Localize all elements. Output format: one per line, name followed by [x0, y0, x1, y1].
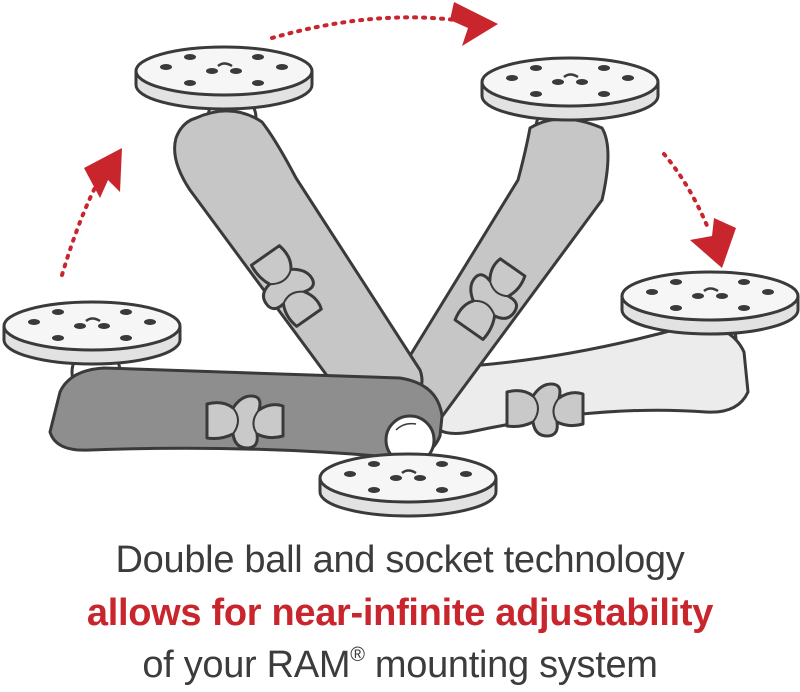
arrow-head-left [84, 148, 122, 198]
arrow-head-right [690, 218, 736, 268]
registered-mark: ® [350, 644, 365, 666]
caption-highlight-line: allows for near-infinite adjustability [86, 592, 714, 634]
caption-line-3: of your RAM® mounting system [0, 642, 800, 688]
round-mounting-plate-icon [318, 452, 498, 518]
dotted-red-curved-arrow-icon [662, 152, 710, 230]
round-mounting-plate-icon [2, 300, 182, 366]
arrow-head-top [450, 2, 498, 46]
double-socket-arm-icon [428, 314, 750, 438]
mount-adjustability-illustration [2, 2, 800, 518]
round-mounting-plate-icon [480, 56, 660, 122]
double-socket-arm-icon [173, 92, 424, 414]
double-socket-arm-icon [48, 346, 444, 460]
dotted-red-curved-arrow-icon [270, 15, 457, 40]
caption-line-1: Double ball and socket technology [115, 539, 685, 581]
rotation-arrows [60, 2, 736, 277]
caption-line-3-start: of your RAM [142, 644, 351, 686]
dotted-red-curved-arrow-icon [60, 176, 102, 277]
round-mounting-plate-icon [620, 270, 800, 336]
round-mounting-plate-icon [134, 45, 314, 111]
caption-line-3-end: mounting system [364, 644, 658, 686]
